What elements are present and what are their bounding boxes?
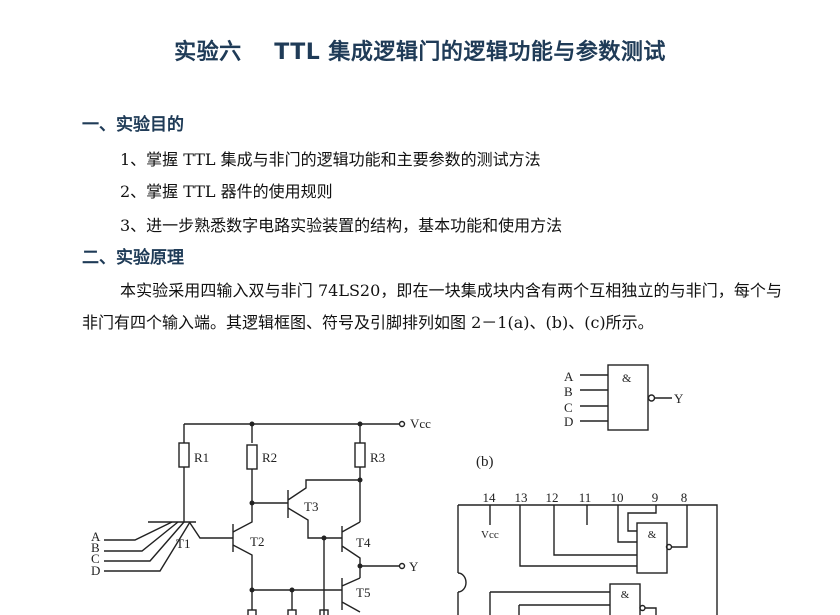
symbol-output-y: Y bbox=[674, 391, 684, 406]
section-heading-principle: 二、实验原理 bbox=[82, 248, 184, 268]
t5-label: T5 bbox=[356, 585, 370, 600]
and-sign: & bbox=[622, 371, 632, 385]
list-item: 3、进一步熟悉数字电路实验装置的结构，基本功能和使用方法 bbox=[120, 216, 563, 235]
list-item: 2、掌握 TTL 器件的使用规则 bbox=[120, 182, 333, 201]
symbol-input-b: B bbox=[564, 384, 573, 399]
figure-label-b: (b) bbox=[476, 454, 494, 470]
r1-label: R1 bbox=[194, 450, 209, 465]
r2-label: R2 bbox=[262, 450, 277, 465]
r3-label: R3 bbox=[370, 450, 385, 465]
t4-label: T4 bbox=[356, 535, 371, 550]
pin-12: 12 bbox=[546, 490, 559, 505]
pin-9: 9 bbox=[652, 490, 659, 505]
page-title: 实验六 TTL 集成逻辑门的逻辑功能与参数测试 bbox=[174, 40, 666, 65]
output-y-label: Y bbox=[409, 559, 419, 574]
dip-gate1-sign: & bbox=[648, 529, 657, 541]
input-c-label: C bbox=[91, 551, 100, 566]
dip-gate2-sign: & bbox=[621, 589, 630, 601]
pin-8: 8 bbox=[681, 490, 688, 505]
input-d-label: D bbox=[91, 563, 100, 578]
t2-label: T2 bbox=[250, 534, 264, 549]
input-b-label: B bbox=[91, 540, 100, 555]
dip-pinout: & & Vcc 14 13 12 11 10 9 8 bbox=[457, 490, 718, 615]
symbol-input-d: D bbox=[564, 414, 573, 429]
ttl-nand-circuit: Vcc R1 R2 R3 T1 T2 T3 T4 T5 A B C D Y bbox=[91, 416, 431, 615]
input-a-label: A bbox=[91, 529, 101, 544]
symbol-input-c: C bbox=[564, 400, 573, 415]
vcc-label: Vcc bbox=[410, 416, 431, 431]
pin-14: 14 bbox=[483, 490, 497, 505]
pin-10: 10 bbox=[611, 490, 624, 505]
pin-13: 13 bbox=[515, 490, 528, 505]
symbol-input-a: A bbox=[564, 369, 574, 384]
principle-paragraph: 本实验采用四输入双与非门 74LS20，即在一块集成块内含有两个互相独立的与非门… bbox=[82, 281, 782, 332]
section-heading-purpose: 一、实验目的 bbox=[82, 115, 184, 135]
resistor-r1 bbox=[178, 442, 190, 468]
nand-gate-symbol: & A B C D Y bbox=[564, 364, 684, 431]
t1-label: T1 bbox=[176, 536, 190, 551]
resistor-r2 bbox=[246, 444, 258, 470]
list-item: 1、掌握 TTL 集成与非门的逻辑功能和主要参数的测试方法 bbox=[120, 150, 541, 169]
dip-vcc-label: Vcc bbox=[481, 529, 499, 541]
resistor-r3 bbox=[354, 442, 366, 468]
pin-11: 11 bbox=[579, 490, 592, 505]
t3-label: T3 bbox=[304, 499, 318, 514]
